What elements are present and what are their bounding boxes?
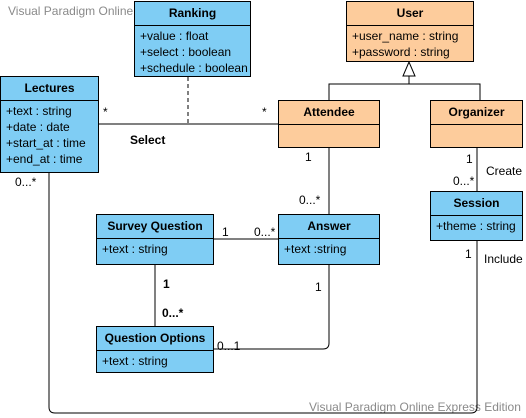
class-lectures-attr: +text : string xyxy=(6,104,72,118)
answer-options-association xyxy=(214,265,330,350)
class-question-options-attr: +text : string xyxy=(102,354,168,368)
class-user-attr: +password : string xyxy=(352,45,450,59)
multiplicity-attendee-1: 1 xyxy=(305,150,312,164)
label-select: Select xyxy=(130,133,166,147)
class-attendee[interactable]: Attendee xyxy=(278,100,380,148)
class-user-title: User xyxy=(347,2,473,26)
class-answer-attr: +text :string xyxy=(284,242,347,256)
class-user[interactable]: User +user_name : string +password : str… xyxy=(346,1,474,62)
class-question-options-title: Question Options xyxy=(97,327,213,351)
lectures-session-association xyxy=(48,173,478,414)
class-survey-question-title: Survey Question xyxy=(97,215,213,239)
class-lectures-attr: +start_at : time xyxy=(6,136,86,150)
class-answer-title: Answer xyxy=(279,215,379,239)
generalization-arrow-icon xyxy=(402,60,416,77)
class-ranking-attr: +schedule : boolean xyxy=(140,61,248,75)
class-lectures[interactable]: Lectures +text : string +date : date +st… xyxy=(0,76,99,173)
generalization-line xyxy=(328,83,481,100)
multiplicity-session-top: 0...* xyxy=(453,174,475,188)
class-organizer-title: Organizer xyxy=(431,101,522,125)
multiplicity-sq-bottom: 1 xyxy=(163,277,170,291)
class-question-options[interactable]: Question Options +text : string xyxy=(96,326,214,373)
class-ranking-attr: +value : float xyxy=(140,29,209,43)
class-survey-question[interactable]: Survey Question +text : string xyxy=(96,214,214,265)
multiplicity-lectures-star: * xyxy=(103,105,108,119)
multiplicity-lectures-bottom: 0...* xyxy=(15,175,37,189)
watermark-bottom: Visual Paradigm Online Express Edition xyxy=(309,400,521,414)
class-ranking-title: Ranking xyxy=(135,2,250,26)
class-ranking-attr: +select : boolean xyxy=(140,45,232,59)
label-include: Include xyxy=(484,252,523,266)
class-session-title: Session xyxy=(431,192,522,216)
multiplicity-qo-right: 0...1 xyxy=(217,339,241,353)
class-session[interactable]: Session +theme : string xyxy=(430,191,523,241)
multiplicity-qo-top: 0...* xyxy=(162,306,184,320)
class-organizer[interactable]: Organizer xyxy=(430,100,523,148)
label-create: Create xyxy=(486,164,523,178)
class-user-attr: +user_name : string xyxy=(352,29,459,43)
multiplicity-sq-1: 1 xyxy=(222,225,229,239)
class-attendee-title: Attendee xyxy=(279,101,379,125)
class-ranking[interactable]: Ranking +value : float +select : boolean… xyxy=(134,1,251,77)
class-session-attr: +theme : string xyxy=(436,219,516,233)
multiplicity-answer-top: 0...* xyxy=(299,193,321,207)
class-lectures-attr: +date : date xyxy=(6,120,70,134)
class-survey-question-attr: +text : string xyxy=(102,242,168,256)
multiplicity-organizer-1: 1 xyxy=(466,152,473,166)
multiplicity-answer-left: 0...* xyxy=(254,225,276,239)
multiplicity-attendee-star: * xyxy=(262,105,267,119)
class-lectures-title: Lectures xyxy=(1,77,98,101)
class-answer[interactable]: Answer +text :string xyxy=(278,214,380,265)
multiplicity-session-1: 1 xyxy=(465,247,472,261)
class-lectures-attr: +end_at : time xyxy=(6,152,83,166)
multiplicity-answer-bottom: 1 xyxy=(315,280,322,294)
